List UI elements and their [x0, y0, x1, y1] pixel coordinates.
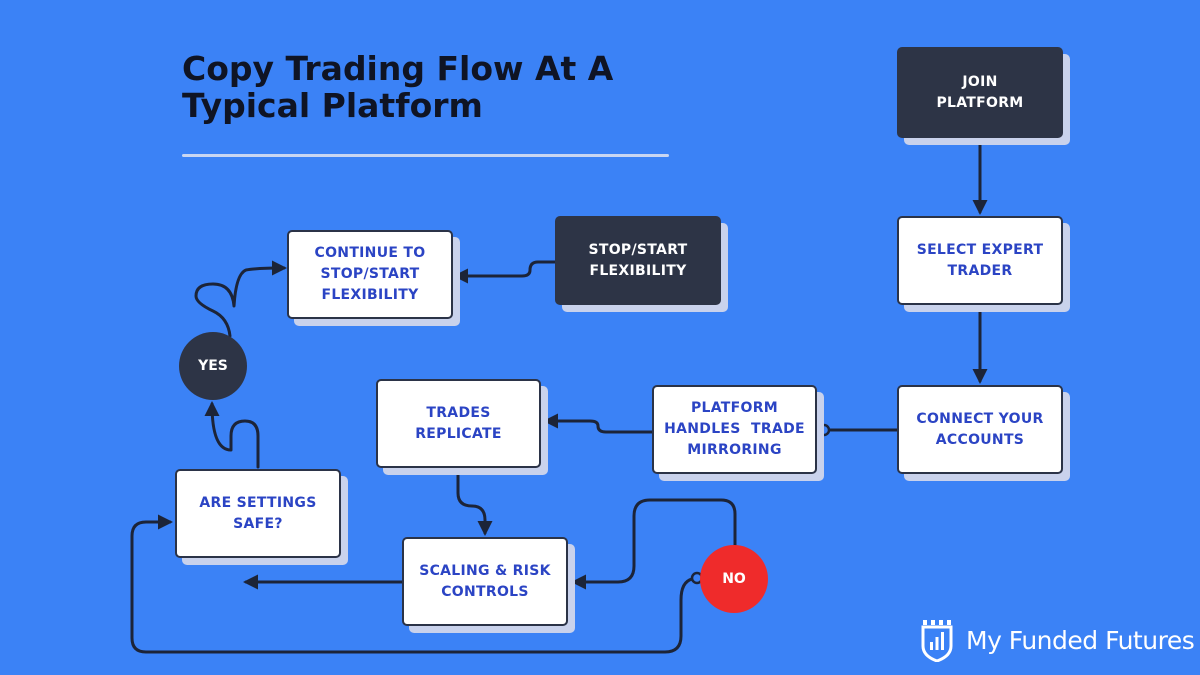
decision-no: NO	[700, 545, 768, 613]
edge-replicate-to-scaling	[456, 465, 493, 536]
edge-no-loop-to-settings	[130, 514, 694, 654]
edge-flex-to-continue	[453, 260, 557, 284]
page-title: Copy Trading Flow At A Typical Platform	[182, 49, 614, 125]
edge-no-to-scaling	[571, 498, 737, 590]
edge-yes-to-continue	[194, 260, 287, 338]
brand-name: My Funded Futures	[966, 625, 1195, 655]
edge-connect-start-dot	[817, 423, 831, 437]
shield-logo-icon	[921, 620, 953, 662]
title-divider	[182, 154, 669, 157]
edge-mirroring-to-replicate	[543, 413, 654, 434]
brand-logo: My Funded Futures	[920, 618, 1195, 662]
decision-yes: YES	[179, 332, 247, 400]
edge-settings-to-yes	[204, 401, 260, 469]
